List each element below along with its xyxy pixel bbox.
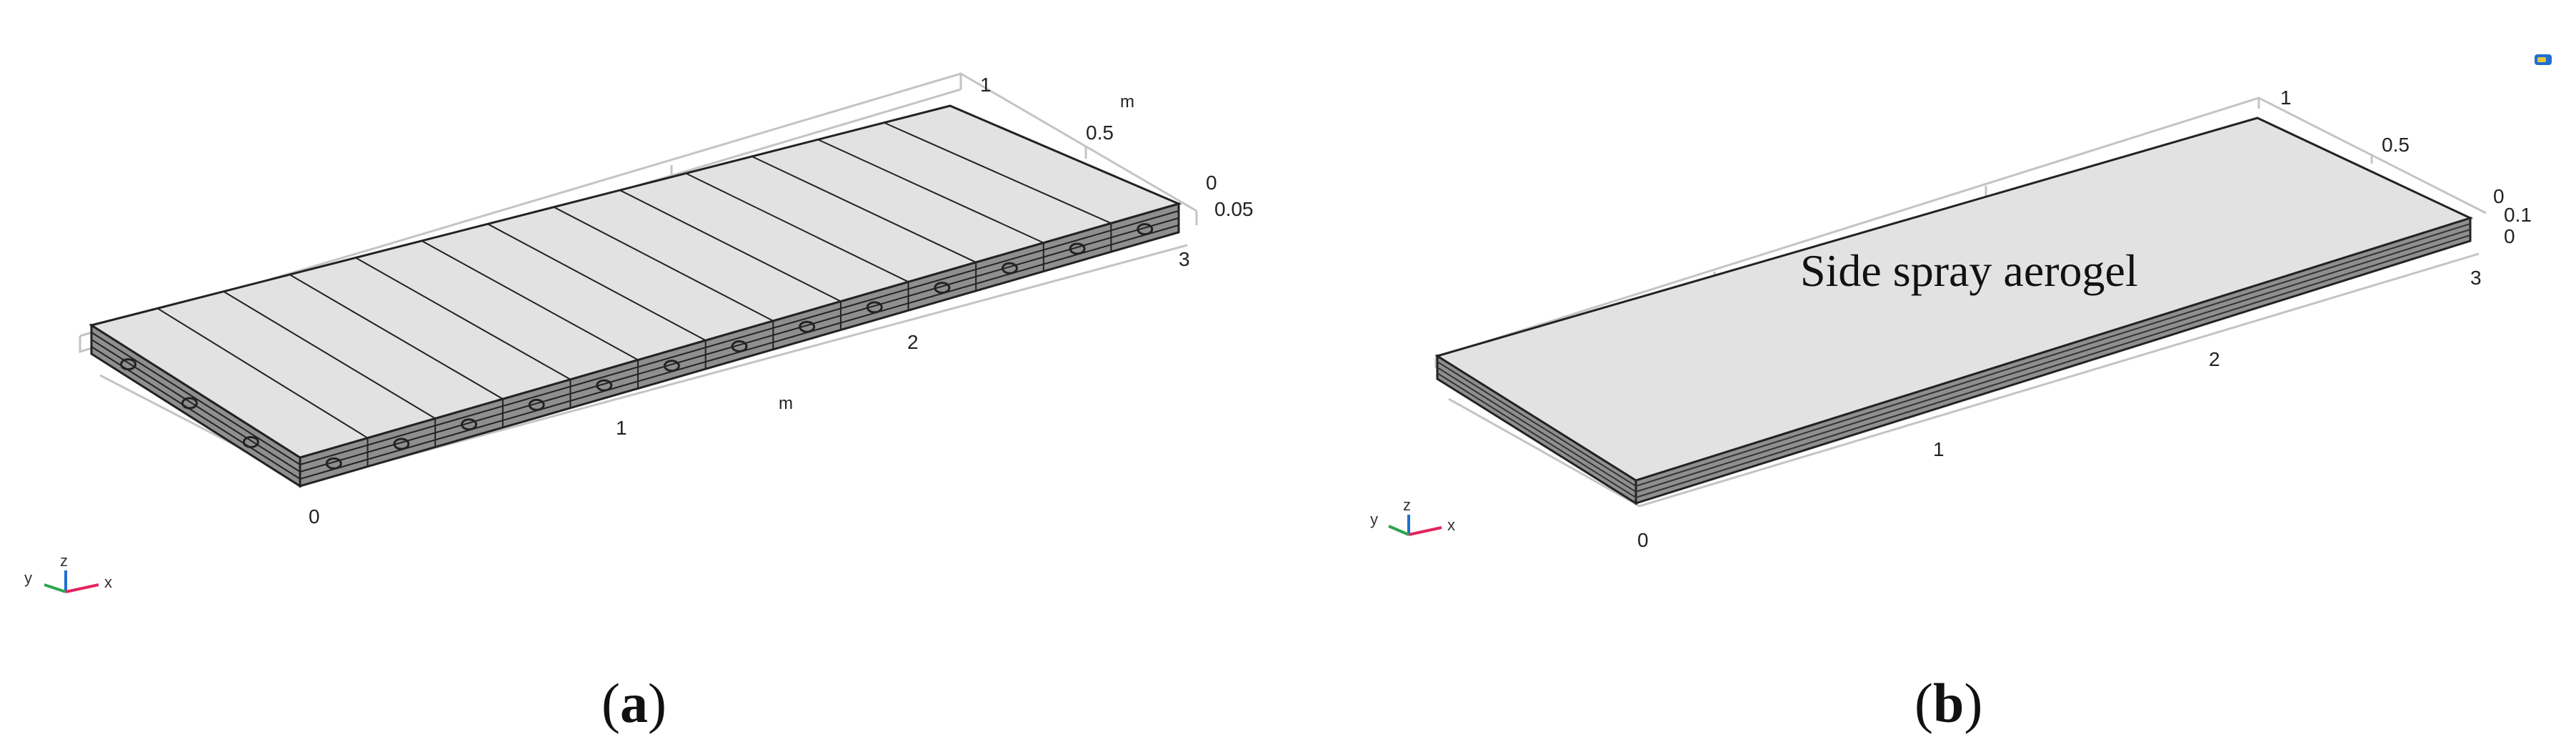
- slab-b-top-face: [1434, 117, 2474, 482]
- slab-a-pipe-hole: [242, 435, 259, 448]
- axis-triad-a: z x y: [24, 552, 112, 593]
- x-tick-1: 1: [616, 417, 627, 439]
- x-tick-0: 0: [309, 505, 320, 528]
- y-tick-1: 1: [980, 74, 992, 96]
- y-tick-05: 0.5: [1086, 122, 1114, 144]
- slab-b-layer-line: [1635, 234, 2471, 498]
- slab-a-pipe-hole: [1137, 223, 1154, 236]
- slab-a-pipe-hole: [934, 282, 951, 295]
- x-tick-3: 3: [2470, 267, 2482, 289]
- slab-a-layer-line: [299, 210, 1179, 465]
- x-tick-2: 2: [2209, 348, 2220, 370]
- slab-b: [1434, 117, 2474, 505]
- slab-a-segment-divider: [884, 122, 1112, 224]
- triad-x-label: x: [1447, 516, 1455, 534]
- slab-a-pipe-hole: [120, 358, 137, 371]
- slab-a-segment-divider: [817, 139, 1044, 244]
- triad-z-label: z: [1403, 496, 1411, 514]
- slab-a-pipe-hole: [181, 397, 198, 410]
- triad-y-label: y: [1370, 510, 1378, 528]
- slab-a-segment-divider: [619, 189, 842, 302]
- triad-y-axis: [44, 583, 66, 593]
- triad-x-axis: [65, 583, 99, 593]
- slab-a-pipe-hole: [866, 301, 883, 314]
- slab-a-segment-divider: [421, 240, 639, 361]
- slab-a: [89, 104, 1182, 488]
- triad-x-axis: [1408, 526, 1442, 536]
- slab-a-segment-divider: [223, 290, 436, 420]
- caption-b: (b): [1914, 672, 1982, 734]
- axis-triad-b: z x y: [1370, 496, 1455, 536]
- triad-z-label: z: [60, 552, 68, 570]
- slab-b-layer-line: [1635, 223, 2471, 487]
- slab-a-pipe-hole: [731, 340, 748, 352]
- slab-a-segment-divider: [752, 155, 977, 263]
- z-tick-0: 0: [2504, 225, 2515, 247]
- panel-a: 0 1 2 3 m 1 0.5 0 m 0.05 z x y (a): [24, 72, 1254, 734]
- triad-y-axis: [1388, 525, 1409, 536]
- slab-a-pipe-hole: [799, 320, 816, 333]
- y-tick-0: 0: [1206, 172, 1217, 194]
- x-tick-1: 1: [1933, 438, 1945, 460]
- z-tick-01: 0.1: [2504, 204, 2532, 226]
- panel-b-bounding-box: [1434, 97, 2487, 508]
- slab-a-segment-divider: [289, 274, 504, 400]
- y-tick-1: 1: [2280, 86, 2292, 109]
- y-unit-label: m: [1120, 92, 1134, 112]
- slab-a-pipe-hole: [528, 398, 545, 411]
- slab-a-top-face: [89, 104, 1182, 459]
- slab-a-pipe-hole: [393, 437, 410, 450]
- x-unit-label: m: [779, 394, 793, 413]
- slab-a-pipe-hole: [663, 360, 680, 372]
- x-tick-2: 2: [907, 331, 919, 353]
- side-spray-aerogel-label: Side spray aerogel: [1800, 245, 2138, 296]
- slab-a-segment-divider: [685, 172, 909, 283]
- slab-a-segment-divider: [553, 206, 774, 322]
- triad-y-label: y: [24, 569, 32, 587]
- panel-b: Side spray aerogel 0 1 2 3 1 0.5 0 0.1 0…: [1370, 54, 2552, 734]
- caption-a: (a): [601, 672, 667, 734]
- triad-x-label: x: [104, 573, 112, 591]
- slab-a-pipe-hole: [596, 379, 613, 392]
- slab-a-segment-divider: [355, 257, 571, 380]
- slab-a-layer-line: [91, 332, 301, 465]
- z-tick-005: 0.05: [1214, 198, 1254, 220]
- x-tick-3: 3: [1179, 248, 1190, 270]
- y-tick-0: 0: [2493, 185, 2505, 207]
- slab-a-pipe-hole: [1069, 242, 1086, 255]
- slab-b-layer-line: [1635, 229, 2471, 493]
- slab-a-pipe-hole: [1001, 262, 1018, 274]
- x-tick-0: 0: [1637, 529, 1649, 551]
- slab-a-layer-line: [299, 217, 1179, 473]
- slab-a-segment-divider: [156, 307, 369, 439]
- slab-a-pipe-hole: [461, 418, 478, 431]
- slab-b-layer-line: [1437, 361, 1637, 487]
- view-widget-icon[interactable]: [2535, 54, 2552, 65]
- slab-a-segment-divider: [487, 223, 707, 342]
- slab-b-layer-line: [1437, 367, 1637, 493]
- slab-a-pipe-hole: [325, 457, 342, 470]
- slab-b-layer-line: [1437, 372, 1637, 498]
- y-tick-05: 0.5: [2382, 134, 2410, 156]
